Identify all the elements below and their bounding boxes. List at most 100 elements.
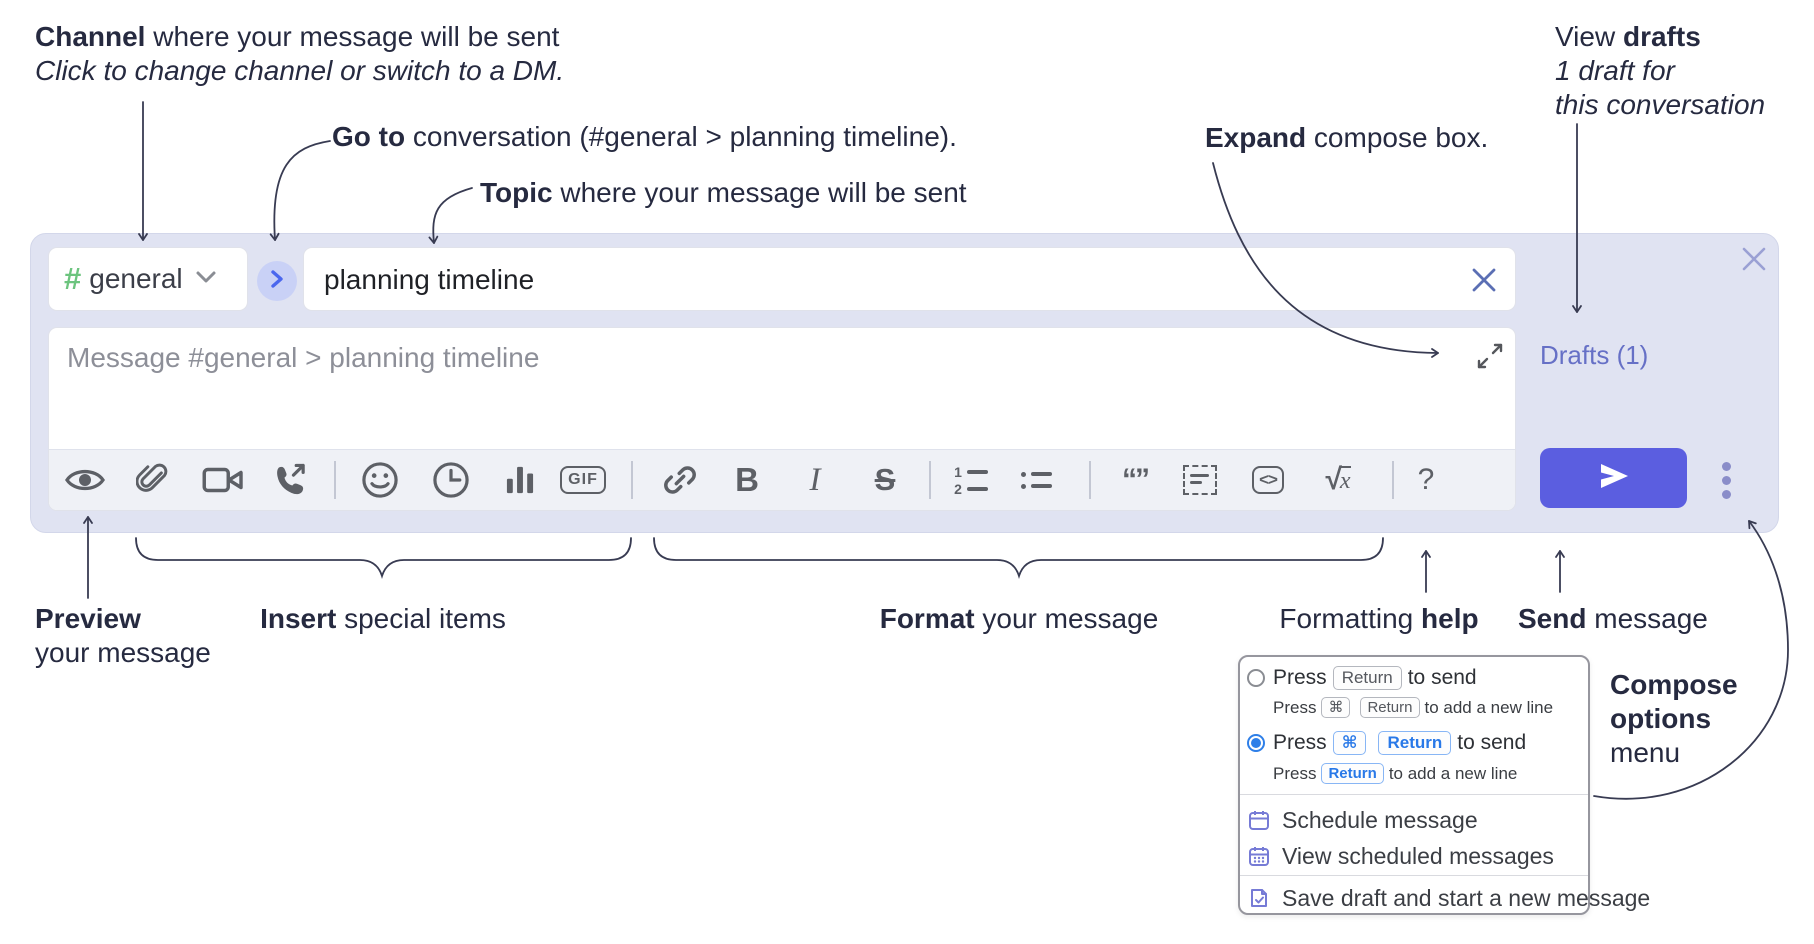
cmd-key: ⌘ [1321,697,1351,718]
message-compose-area [48,327,1516,511]
send-annotation-bold: Send [1518,603,1587,634]
calendar-icon [1248,809,1270,831]
send-icon [1597,462,1631,495]
voice-call-icon[interactable] [268,458,312,502]
gif-icon[interactable]: GIF [560,458,606,502]
topic-annotation-bold: Topic [480,177,553,208]
format-annotation-rest: your message [974,603,1159,634]
attach-paperclip-icon[interactable] [131,458,175,502]
radio-unselected-icon[interactable] [1247,669,1265,687]
chevron-right-icon [269,269,285,294]
schedule-message-item[interactable]: Schedule message [1240,802,1588,838]
channel-annotation-line2: Click to change channel or switch to a D… [35,55,565,86]
view-scheduled-messages-label: View scheduled messages [1282,842,1554,869]
format-annotation: Format your message [880,602,1159,636]
compose-options-annotation: Compose options menu [1610,668,1738,770]
compose-options-menu: Press Return to send Press ⌘ Return to a… [1238,655,1650,915]
channel-annotation-rest: where your message will be sent [145,21,560,52]
toolbar-divider [334,461,336,499]
press-label: Press [1273,666,1327,689]
code-glyph: <> [1252,466,1284,494]
drafts-annotation: View drafts [1555,20,1701,54]
compose-toolbar [49,449,1515,510]
italic-icon[interactable]: I [793,458,837,502]
math-icon[interactable]: √x [1316,458,1360,502]
emoji-icon[interactable] [358,458,402,502]
clear-topic-icon[interactable] [1469,265,1499,300]
help-annotation-pre: Formatting [1279,603,1422,634]
insert-brace [135,537,632,580]
return-key: Return [1378,731,1452,755]
global-time-clock-icon[interactable] [429,458,473,502]
compose-options-menu-button[interactable] [1708,452,1744,508]
press-label: Press [1273,697,1317,717]
go-to-conversation-button[interactable] [257,261,297,301]
bulleted-list-icon[interactable] [1014,458,1058,502]
toolbar-divider [1392,461,1394,499]
compose-options-line2: options [1610,703,1712,734]
insert-annotation-bold: Insert [260,603,337,634]
help-annotation-bold: help [1421,603,1479,634]
format-brace [653,537,1384,580]
sqrt-glyph: √ [1325,463,1342,496]
expand-compose-icon[interactable] [1476,342,1504,375]
expand-annotation-bold: Expand [1205,122,1307,153]
link-icon[interactable] [658,458,702,502]
chevron-down-icon [195,270,217,289]
menu-divider [1240,875,1588,876]
format-annotation-bold: Format [879,603,975,634]
return-key: Return [1321,763,1384,784]
strikethrough-icon[interactable]: S [863,458,907,502]
preview-eye-icon[interactable] [63,458,107,502]
ol-num: 1 [954,463,962,480]
video-call-icon[interactable] [201,458,245,502]
save-draft-item[interactable]: Save draft and start a new message [1240,881,1650,915]
send-annotation-rest: message [1586,603,1708,634]
insert-annotation-rest: special items [336,603,506,634]
channel-selector[interactable]: # general [48,247,248,311]
menu-divider [1240,794,1588,795]
goto-annotation: Go to conversation (#general > planning … [332,120,957,154]
return-key: Return [1360,697,1420,718]
bold-icon[interactable]: B [725,458,769,502]
topic-annotation-rest: where your message will be sent [552,177,967,208]
code-icon[interactable]: <> [1246,458,1290,502]
quote-glyph: “” [1122,463,1150,496]
view-scheduled-messages-item[interactable]: View scheduled messages [1240,838,1588,874]
drafts-annotation-bold: drafts [1622,21,1701,52]
help-glyph: ? [1417,463,1435,496]
preview-annotation: Preview your message [35,602,211,670]
channel-annotation-bold: Channel [35,21,146,52]
bold-glyph: B [735,461,759,498]
to-send-label: to send [1407,666,1477,689]
send-button[interactable] [1540,448,1687,508]
italic-glyph: I [809,461,821,498]
topic-input-box [303,247,1516,312]
radio-selected-icon[interactable] [1247,734,1265,752]
calendar-grid-icon [1248,845,1270,867]
message-input[interactable] [65,340,1459,444]
toolbar-divider [929,461,931,499]
to-send-label: to send [1457,731,1527,754]
drafts-link[interactable]: Drafts (1) [1540,340,1649,370]
goto-annotation-bold: Go to [332,121,406,152]
close-compose-icon[interactable] [1738,243,1770,280]
numbered-list-icon[interactable]: 1 2 [949,458,993,502]
enter-sends-option[interactable]: Press Return to send [1240,666,1588,690]
quote-icon[interactable]: “” [1113,458,1157,502]
save-draft-icon [1248,887,1270,909]
channel-hash-icon: # [64,261,82,296]
goto-pointer-curve [269,140,331,241]
topic-input[interactable] [322,248,1456,312]
return-key: Return [1332,666,1402,690]
cmd-enter-sends-subtext: Press Return to add a new line [1240,763,1621,784]
spoiler-icon[interactable] [1178,458,1222,502]
cmd-enter-sends-option[interactable]: Press ⌘ Return to send [1240,731,1588,755]
poll-chart-icon[interactable] [498,458,542,502]
formatting-help-icon[interactable]: ? [1404,458,1448,502]
channel-name: general [89,263,183,294]
send-annotation: Send message [1518,602,1708,636]
help-annotation: Formatting help [1279,602,1478,636]
enter-sends-subtext: Press ⌘ Return to add a new line [1240,697,1621,718]
